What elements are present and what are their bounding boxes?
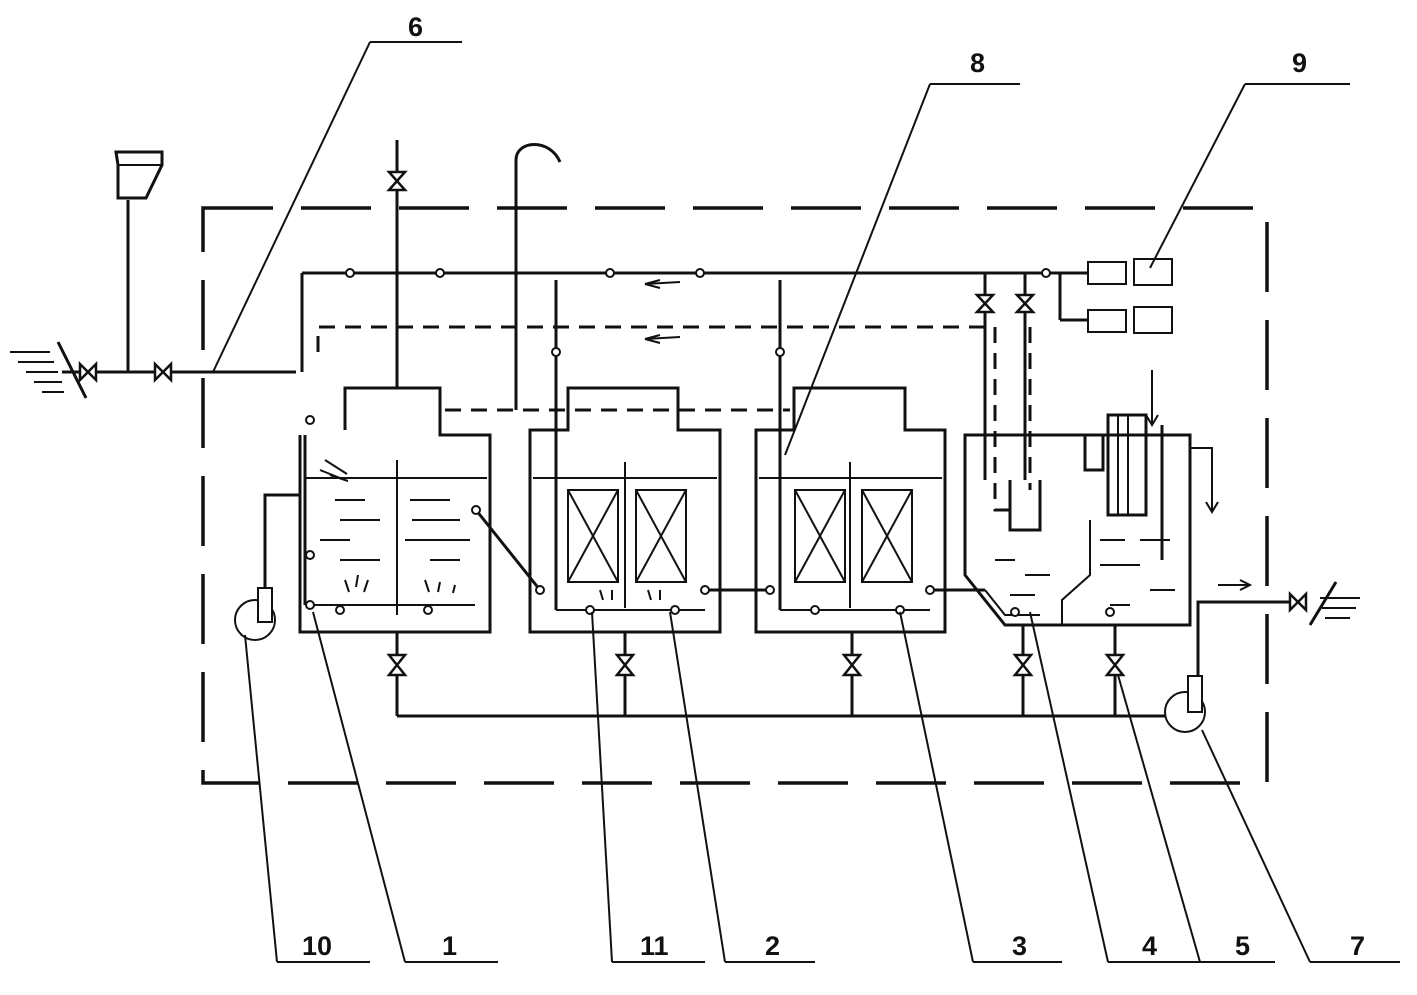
label-10: 10 <box>302 931 332 961</box>
dosing-tank-icon <box>114 150 164 200</box>
media-module-2a <box>567 489 619 583</box>
vent-valve-icon <box>386 170 408 192</box>
header-junctions <box>305 268 705 560</box>
pump-10 <box>234 493 300 641</box>
media-module-3b <box>861 489 913 583</box>
leader-lines <box>212 41 1400 963</box>
outlet-pipe <box>1196 600 1305 688</box>
inlet-water-level-icon <box>10 341 88 399</box>
outlet-valve-icon <box>1288 590 1308 614</box>
label-1: 1 <box>442 931 457 961</box>
tank-4-water <box>995 539 1175 606</box>
label-11: 11 <box>640 931 669 961</box>
tank-4-5 <box>963 433 1192 627</box>
inlet-valve-2-icon <box>153 360 173 384</box>
air-valve-4b-icon <box>1014 293 1036 314</box>
outlet-water-level-icon <box>1308 581 1360 626</box>
label-4: 4 <box>1142 931 1157 961</box>
label-2: 2 <box>765 931 780 961</box>
label-3: 3 <box>1012 931 1027 961</box>
tank-1 <box>298 386 492 634</box>
label-7: 7 <box>1350 931 1365 961</box>
label-9: 9 <box>1292 48 1307 78</box>
equipment-boundary <box>201 206 1269 785</box>
label-5: 5 <box>1235 931 1250 961</box>
aerator-tank-1 <box>305 574 475 606</box>
drain-valve-icons <box>386 653 1126 677</box>
blower-9 <box>1041 258 1173 334</box>
gooseneck-vent <box>514 143 562 410</box>
inlet-valve-1-icon <box>78 360 98 384</box>
tank-3 <box>754 386 947 634</box>
air-valve-4a-icon <box>974 293 996 314</box>
label-8: 8 <box>970 48 985 78</box>
return-dashed-pipe <box>316 325 990 352</box>
media-module-3a <box>794 489 846 583</box>
pump-7 <box>1164 675 1206 733</box>
tank-1-water <box>320 499 470 561</box>
media-module-2b <box>635 489 687 583</box>
label-6: 6 <box>408 12 423 42</box>
